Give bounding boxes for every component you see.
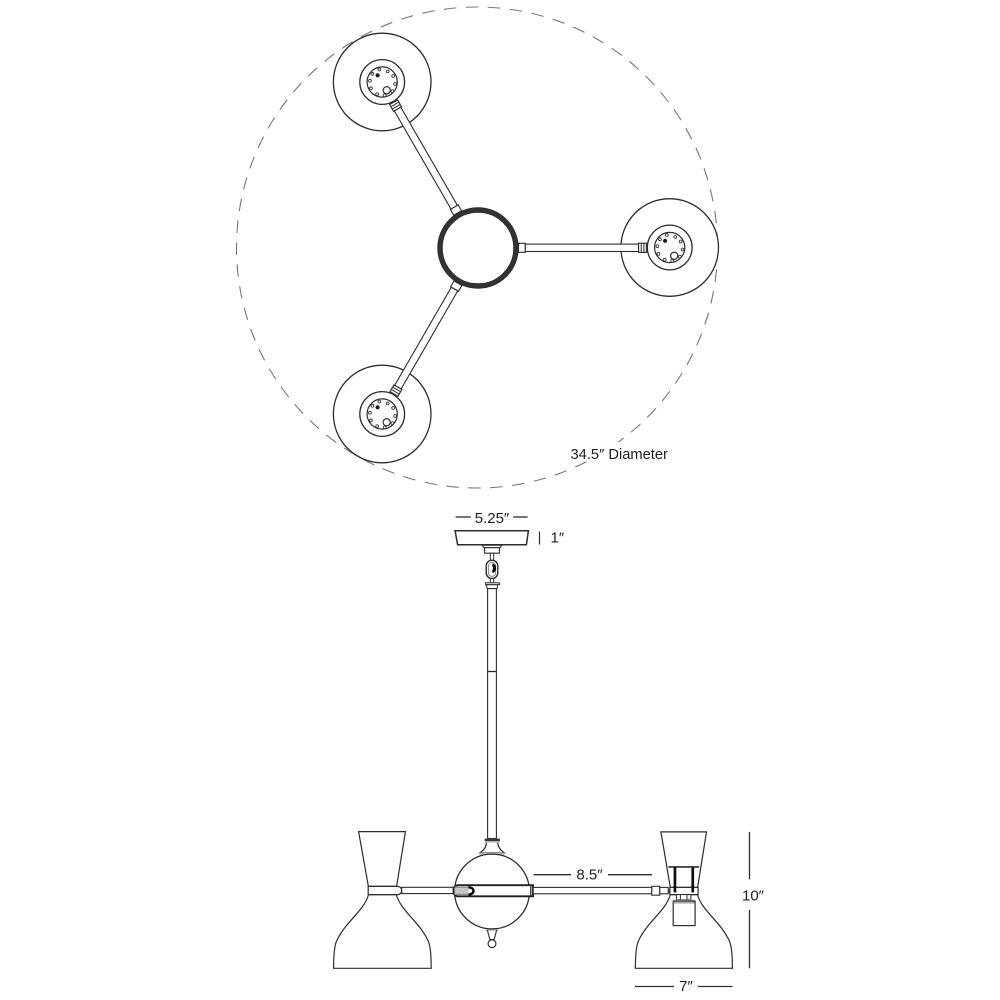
svg-text:7″: 7″ [679,978,693,995]
svg-text:34.5″ Diameter: 34.5″ Diameter [571,447,669,463]
svg-text:1″: 1″ [551,530,565,547]
svg-text:10″: 10″ [742,888,765,905]
svg-text:5.25″: 5.25″ [475,510,510,527]
svg-text:8.5″: 8.5″ [576,867,603,884]
